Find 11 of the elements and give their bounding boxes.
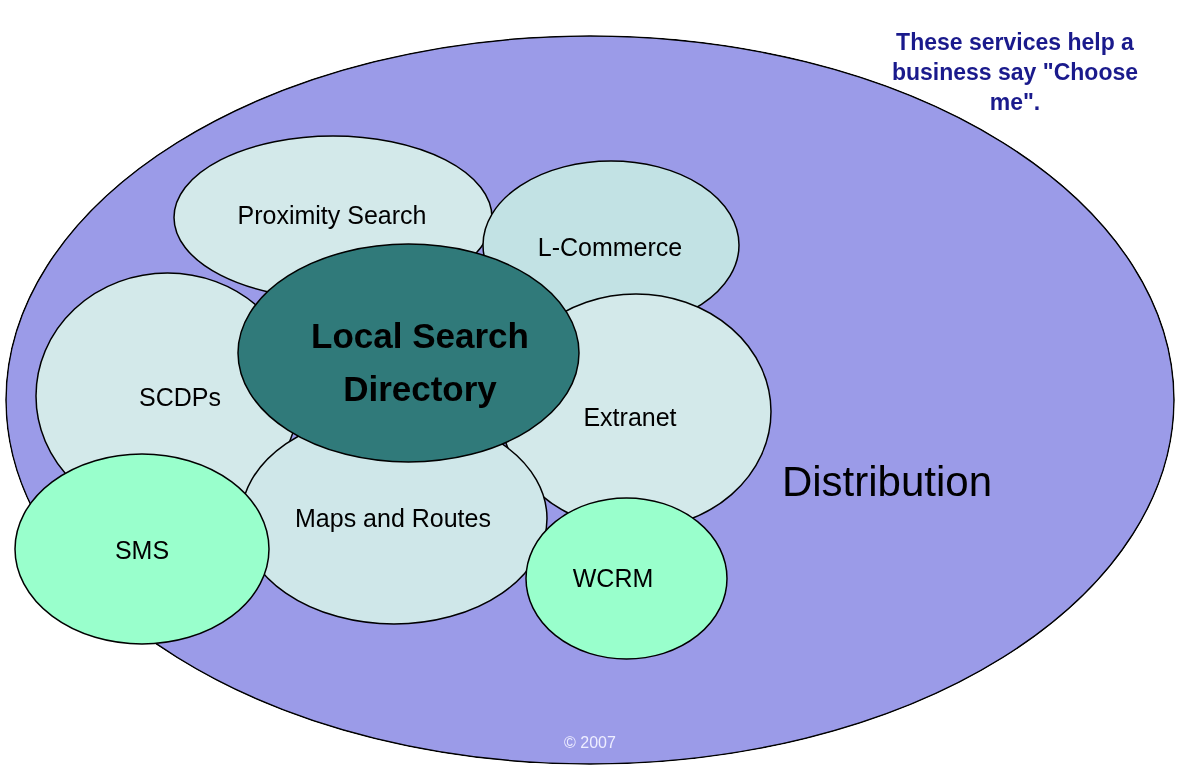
ellipse-label: SCDPs [139, 382, 221, 412]
copyright-text: © 2007 [563, 733, 617, 753]
ellipse-label: Local Search Directory [310, 314, 530, 410]
ellipse-label: Proximity Search [237, 200, 427, 230]
note-text: These services help a business say "Choose me". [890, 28, 1140, 117]
ellipse-label: Distribution [781, 458, 993, 506]
ellipse-label: SMS [114, 535, 170, 565]
ellipse-label: L-Commerce [537, 232, 683, 262]
ellipse-label: WCRM [572, 563, 654, 593]
ellipse-label: Maps and Routes [295, 503, 491, 533]
ellipse-label: Extranet [583, 402, 677, 432]
